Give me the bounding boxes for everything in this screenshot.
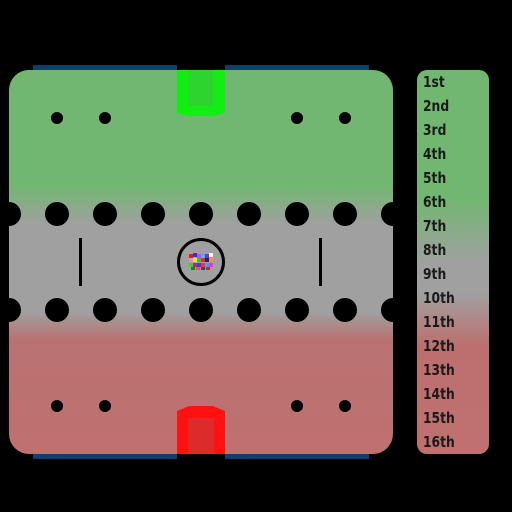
- small-pegs: [51, 112, 351, 412]
- standing-11: 11th: [423, 313, 455, 331]
- center-spawn-circle: [177, 238, 225, 286]
- peg-row-lower: [0, 298, 405, 322]
- standing-16: 16th: [423, 433, 455, 451]
- standing-4: 4th: [423, 145, 447, 163]
- standing-7: 7th: [423, 217, 447, 235]
- standing-15: 15th: [423, 409, 455, 427]
- standing-8: 8th: [423, 241, 447, 259]
- top-right-rail: [225, 65, 369, 70]
- standing-10: 10th: [423, 289, 455, 307]
- bottom-goal: [177, 406, 225, 454]
- right-bar: [319, 238, 322, 286]
- bottom-left-rail: [33, 454, 177, 459]
- left-bar: [79, 238, 82, 286]
- standing-3: 3rd: [423, 121, 447, 139]
- standing-5: 5th: [423, 169, 447, 187]
- standing-13: 13th: [423, 361, 455, 379]
- bottom-right-rail: [225, 454, 369, 459]
- standing-1: 1st: [423, 73, 445, 91]
- top-goal: [177, 70, 225, 116]
- standing-2: 2nd: [423, 97, 450, 115]
- peg-row-upper: [0, 202, 405, 226]
- marble-cluster: [189, 253, 213, 270]
- standing-12: 12th: [423, 337, 455, 355]
- top-left-rail: [33, 65, 177, 70]
- standing-9: 9th: [423, 265, 447, 283]
- standing-6: 6th: [423, 193, 447, 211]
- standings-panel: 1st 2nd 3rd 4th 5th 6th 7th 8th 9th 10th…: [417, 70, 489, 454]
- standing-14: 14th: [423, 385, 455, 403]
